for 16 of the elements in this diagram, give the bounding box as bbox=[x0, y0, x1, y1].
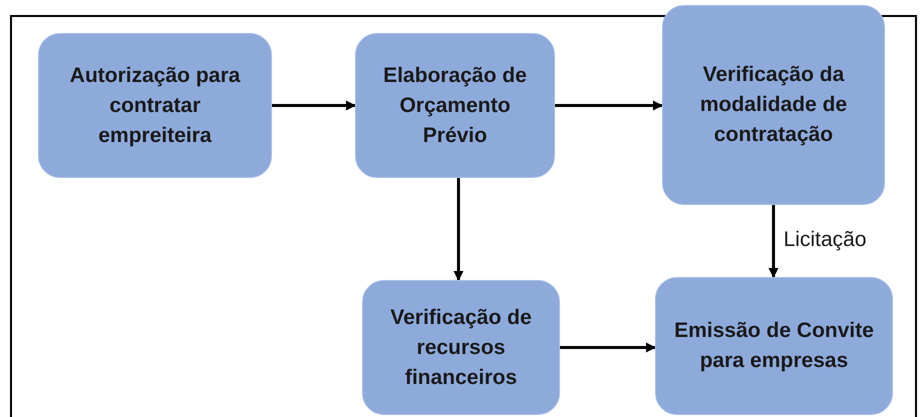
edge-label: Licitação bbox=[784, 229, 866, 250]
process-box bbox=[362, 280, 560, 415]
box-text: Verificação de recursos financeiros bbox=[389, 304, 533, 390]
process-box bbox=[38, 33, 272, 178]
arrow bbox=[560, 342, 656, 352]
box-text: Autorização para contratar empreiteira bbox=[68, 62, 242, 148]
process-box bbox=[355, 33, 555, 178]
arrow bbox=[555, 100, 663, 110]
arrow bbox=[768, 205, 778, 278]
box-text: Elaboração de Orçamento Prévio bbox=[382, 62, 528, 148]
box-text: Verificação da modalidade de contratação bbox=[698, 62, 848, 148]
box-text: Emissão de Convite para empresas bbox=[673, 318, 875, 374]
arrow bbox=[454, 178, 464, 281]
process-box bbox=[662, 5, 885, 205]
arrow bbox=[272, 100, 356, 110]
process-box bbox=[655, 277, 893, 415]
